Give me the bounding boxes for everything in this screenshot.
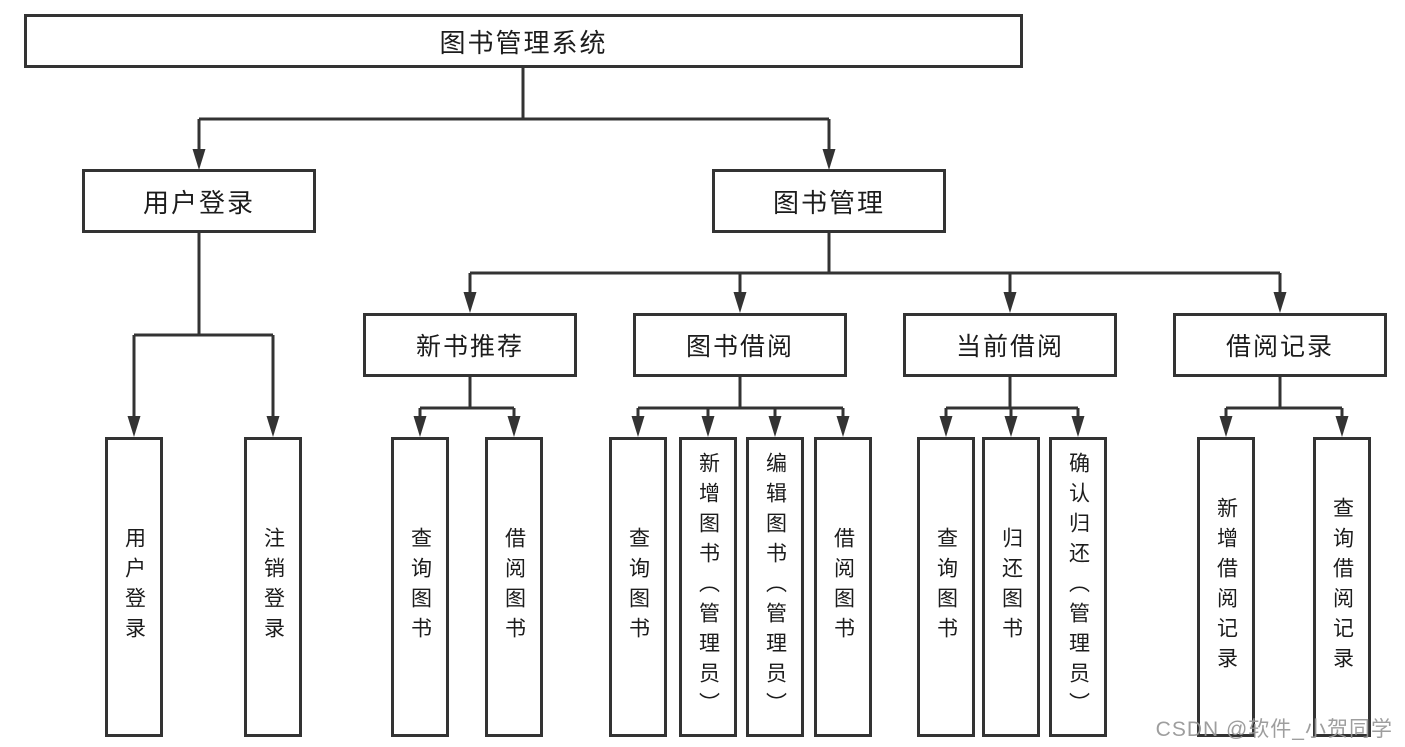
leaf-query-borrow-record: 查询借阅记录 [1313, 437, 1371, 737]
leaf-query-book-borrow: 查询图书 [609, 437, 667, 737]
leaf-query-borrow-record-label: 查询借阅记录 [1330, 497, 1354, 677]
node-user-login-label: 用户登录 [142, 187, 255, 218]
node-book-borrow-label: 图书借阅 [685, 333, 794, 361]
node-current-borrow-label: 当前借阅 [955, 333, 1064, 361]
node-borrow-records: 借阅记录 [1173, 313, 1387, 377]
leaf-user-login-label: 用户登录 [122, 527, 146, 647]
leaf-edit-book-admin: 编辑图书（管理员） [746, 437, 804, 737]
node-root: 图书管理系统 [24, 14, 1023, 68]
node-book-management: 图书管理 [712, 169, 946, 233]
leaf-user-login: 用户登录 [105, 437, 163, 737]
leaf-edit-book-admin-label: 编辑图书（管理员） [763, 452, 787, 722]
leaf-add-book-admin-label: 新增图书（管理员） [696, 452, 720, 722]
leaf-add-book-admin: 新增图书（管理员） [679, 437, 737, 737]
leaf-borrow-book: 借阅图书 [814, 437, 872, 737]
leaf-return-book-label: 归还图书 [999, 527, 1023, 647]
leaf-confirm-return-admin-label: 确认归还（管理员） [1066, 452, 1090, 722]
node-new-book-recommend: 新书推荐 [363, 313, 577, 377]
leaf-confirm-return-admin: 确认归还（管理员） [1049, 437, 1107, 737]
arrowheads [127, 149, 1349, 437]
node-book-borrow: 图书借阅 [633, 313, 847, 377]
node-user-login: 用户登录 [82, 169, 316, 233]
leaf-borrow-book-label: 借阅图书 [831, 527, 855, 647]
node-current-borrow: 当前借阅 [903, 313, 1117, 377]
leaf-add-borrow-record: 新增借阅记录 [1197, 437, 1255, 737]
leaf-borrow-book-recommend: 借阅图书 [485, 437, 543, 737]
node-root-label: 图书管理系统 [439, 27, 608, 58]
node-new-book-recommend-label: 新书推荐 [415, 333, 524, 361]
leaf-query-book-borrow-label: 查询图书 [626, 527, 650, 647]
leaf-logout-label: 注销登录 [261, 527, 285, 647]
leaf-return-book: 归还图书 [982, 437, 1040, 737]
node-borrow-records-label: 借阅记录 [1225, 333, 1334, 361]
node-book-management-label: 图书管理 [772, 187, 885, 218]
leaf-query-book-recommend: 查询图书 [391, 437, 449, 737]
leaf-query-book-current: 查询图书 [917, 437, 975, 737]
leaf-query-book-current-label: 查询图书 [934, 527, 958, 647]
leaf-query-book-recommend-label: 查询图书 [408, 527, 432, 647]
leaf-logout: 注销登录 [244, 437, 302, 737]
watermark: CSDN @软件_小贺同学 [1155, 718, 1393, 741]
leaf-borrow-book-recommend-label: 借阅图书 [502, 527, 526, 647]
leaf-add-borrow-record-label: 新增借阅记录 [1214, 497, 1238, 677]
